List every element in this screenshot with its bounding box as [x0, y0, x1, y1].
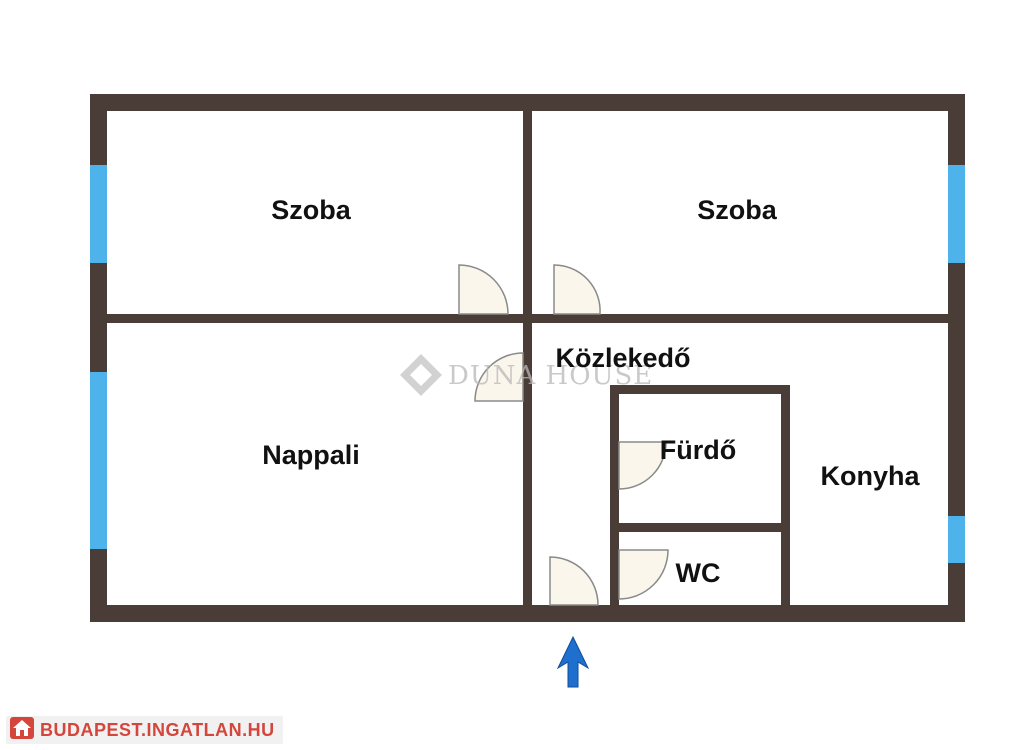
door-szoba-left: [458, 264, 509, 315]
walls: [90, 94, 965, 622]
label-wc: WC: [676, 558, 721, 588]
wall-bath-right: [781, 385, 790, 622]
site-badge: BUDAPEST.INGATLAN.HU: [6, 716, 283, 744]
label-kozlekedo: Közlekedő: [555, 343, 690, 373]
door-nappali: [474, 352, 524, 402]
doors: [458, 264, 669, 606]
watermark: DUNA HOUSE: [400, 354, 653, 396]
wall-top-divider: [523, 94, 532, 322]
door-entrance: [549, 556, 599, 606]
site-name: BUDAPEST.INGATLAN.HU: [40, 719, 275, 740]
wall-bath-wc-divider: [610, 523, 790, 532]
wall-corridor-left: [523, 314, 532, 622]
windows: [90, 165, 965, 563]
house-logo-icon: [10, 716, 34, 744]
door-furdo: [618, 441, 667, 490]
watermark-diamond-icon: [400, 354, 442, 396]
window-left-upper: [90, 165, 107, 263]
door-szoba-right: [553, 264, 601, 315]
room-labels: Szoba Szoba Nappali Közlekedő Fürdő Kony…: [262, 195, 920, 588]
label-konyha: Konyha: [820, 461, 920, 491]
wall-bath-top: [610, 385, 790, 394]
watermark-text: DUNA HOUSE: [448, 361, 653, 391]
label-szoba-right: Szoba: [697, 195, 777, 225]
window-right-upper: [948, 165, 965, 263]
label-nappali: Nappali: [262, 440, 360, 470]
window-right-lower: [948, 516, 965, 563]
label-szoba-left: Szoba: [271, 195, 351, 225]
entrance-arrow-icon: [556, 635, 590, 688]
door-wc: [618, 549, 669, 600]
window-left-lower: [90, 372, 107, 549]
label-furdo: Fürdő: [660, 435, 736, 465]
wall-bath-left: [610, 385, 619, 622]
